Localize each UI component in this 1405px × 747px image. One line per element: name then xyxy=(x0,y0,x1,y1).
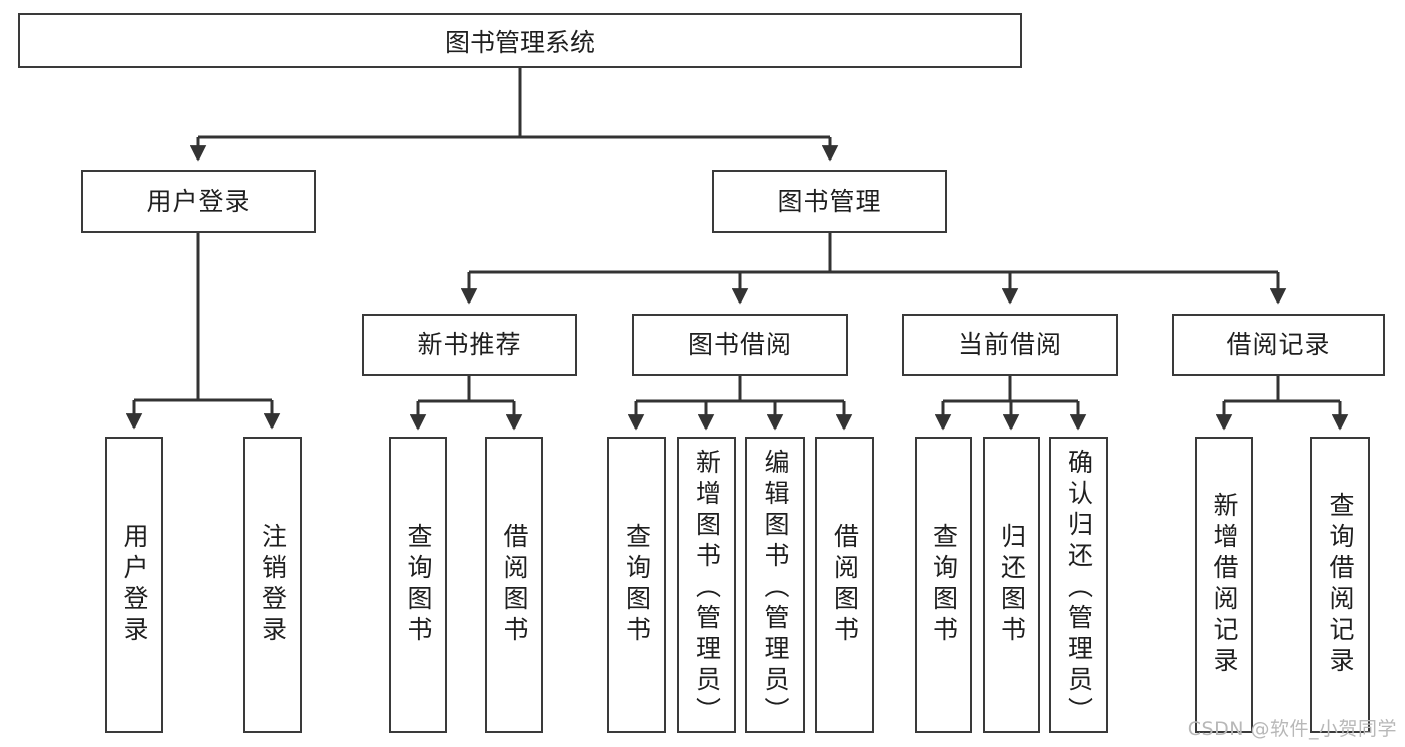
csdn-watermark: CSDN @软件_小贺同学 xyxy=(1187,718,1397,740)
node-label: 编辑图书（管理员） xyxy=(761,449,790,728)
node-label: 图书借阅 xyxy=(687,330,792,360)
node-label: 图书管理 xyxy=(777,186,882,216)
node-leaf-edit-book[interactable]: 编辑图书（管理员） xyxy=(745,437,805,733)
node-label: 新书推荐 xyxy=(417,330,522,360)
node-label: 借阅图书 xyxy=(830,523,860,647)
node-book-borrow[interactable]: 图书借阅 xyxy=(632,314,848,376)
node-leaf-logout[interactable]: 注销登录 xyxy=(243,437,302,733)
node-leaf-query-borrow-record[interactable]: 查询借阅记录 xyxy=(1310,437,1370,733)
node-label: 借阅记录 xyxy=(1226,330,1331,360)
node-new-book-recommend[interactable]: 新书推荐 xyxy=(362,314,577,376)
node-label: 用户登录 xyxy=(120,523,149,647)
node-leaf-confirm-return[interactable]: 确认归还（管理员） xyxy=(1049,437,1108,733)
node-label: 查询图书 xyxy=(404,523,433,647)
node-label: 图书管理系统 xyxy=(444,27,595,57)
node-leaf-query-book-current[interactable]: 查询图书 xyxy=(915,437,972,733)
node-leaf-return-book[interactable]: 归还图书 xyxy=(983,437,1040,733)
node-label: 查询借阅记录 xyxy=(1326,492,1355,678)
node-leaf-add-book[interactable]: 新增图书（管理员） xyxy=(677,437,736,733)
node-borrow-record[interactable]: 借阅记录 xyxy=(1172,314,1385,376)
node-current-borrow[interactable]: 当前借阅 xyxy=(902,314,1118,376)
node-leaf-add-borrow-record[interactable]: 新增借阅记录 xyxy=(1195,437,1253,733)
node-leaf-query-book-borrow[interactable]: 查询图书 xyxy=(607,437,666,733)
node-label: 当前借阅 xyxy=(957,330,1062,360)
node-label: 注销登录 xyxy=(258,523,288,647)
node-label: 新增借阅记录 xyxy=(1210,492,1239,678)
node-label: 用户登录 xyxy=(146,186,251,216)
node-label: 查询图书 xyxy=(622,523,652,647)
node-leaf-borrow-book-recommend[interactable]: 借阅图书 xyxy=(485,437,543,733)
node-book-management[interactable]: 图书管理 xyxy=(712,170,947,233)
node-leaf-query-book-recommend[interactable]: 查询图书 xyxy=(389,437,447,733)
node-label: 确认归还（管理员） xyxy=(1064,449,1094,728)
node-label: 归还图书 xyxy=(997,523,1027,647)
node-label: 查询图书 xyxy=(929,523,959,647)
node-leaf-user-login[interactable]: 用户登录 xyxy=(105,437,163,733)
node-leaf-borrow-book[interactable]: 借阅图书 xyxy=(815,437,874,733)
node-root-book-management-system[interactable]: 图书管理系统 xyxy=(18,13,1022,68)
node-user-login[interactable]: 用户登录 xyxy=(81,170,316,233)
node-label: 借阅图书 xyxy=(500,523,529,647)
node-label: 新增图书（管理员） xyxy=(692,449,722,728)
